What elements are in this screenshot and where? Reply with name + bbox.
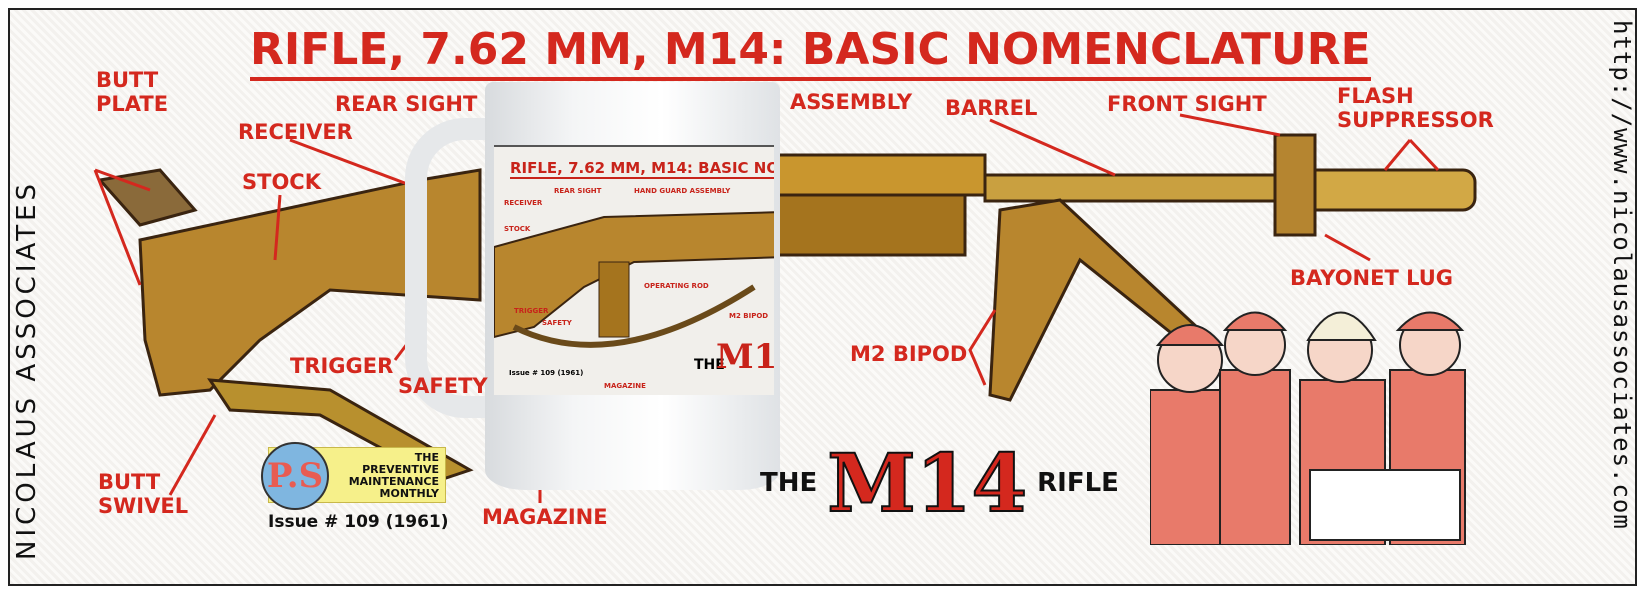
m14-banner: THE M14 RIFLE [760, 435, 1119, 531]
mug-label: REAR SIGHT [554, 187, 602, 195]
hand-guard [773, 153, 987, 197]
label-trigger: TRIGGER [290, 354, 394, 378]
mug-title: RIFLE, 7.62 MM, M14: BASIC NOM [510, 159, 774, 179]
ps-logo: P.S [261, 442, 329, 510]
mug-issue: Issue # 109 (1961) [509, 369, 584, 377]
label-receiver: RECEIVER [238, 120, 353, 144]
barrel [983, 173, 1277, 203]
label-magazine: MAGAZINE [482, 505, 608, 529]
butt-plate [97, 168, 198, 227]
label-m2-bipod: M2 BIPOD [850, 342, 968, 366]
banner-the: THE [760, 468, 818, 498]
label-flash-suppressor: FLASH SUPPRESSOR [1337, 84, 1494, 132]
ps-magazine-badge: P.S THE PREVENTIVE MAINTENANCE MONTHLY [261, 442, 446, 510]
mug-label: OPERATING ROD [644, 282, 709, 290]
issue-number: Issue # 109 (1961) [268, 512, 449, 532]
banner-rifle: RIFLE [1037, 468, 1119, 498]
banner-model: M14 [826, 435, 1028, 531]
mug-label: M2 BIPOD [729, 312, 769, 320]
ps-line: MAINTENANCE [348, 475, 439, 488]
fore-stock [773, 193, 967, 257]
label-safety: SAFETY [398, 374, 488, 398]
mug-label: MAGAZINE [604, 382, 646, 390]
label-rear-sight: REAR SIGHT [335, 92, 478, 116]
ps-line: THE [414, 451, 439, 464]
front-sight [1273, 133, 1317, 237]
mug-label: STOCK [504, 225, 531, 233]
mug-label: RECEIVER [504, 199, 543, 207]
label-butt-plate: BUTT PLATE [96, 68, 169, 116]
mug-print: RIFLE, 7.62 MM, M14: BASIC NOM REAR SIGH… [494, 145, 774, 395]
ps-line: PREVENTIVE [362, 463, 439, 476]
mug-rifle-illustration [494, 211, 774, 348]
label-front-sight: FRONT SIGHT [1107, 92, 1267, 116]
mug-label: SAFETY [542, 319, 572, 327]
bipod [988, 198, 1203, 402]
label-butt-swivel: BUTT SWIVEL [98, 470, 189, 518]
ps-line: MONTHLY [379, 487, 439, 500]
label-bayonet-lug: BAYONET LUG [1290, 266, 1454, 290]
label-hand-guard-assembly: ASSEMBLY [790, 90, 913, 114]
mug-the: THE [694, 357, 725, 373]
page-title: RIFLE, 7.62 MM, M14: BASIC NOMENCLATURE [250, 24, 1371, 81]
mug-label: TRIGGER [514, 307, 549, 315]
mug-label: HAND GUARD ASSEMBLY [634, 187, 731, 195]
label-stock: STOCK [242, 170, 321, 194]
cartoon-people-illustration [1150, 311, 1466, 545]
label-barrel: BARREL [945, 96, 1038, 120]
mug-model: M14 [716, 337, 774, 377]
